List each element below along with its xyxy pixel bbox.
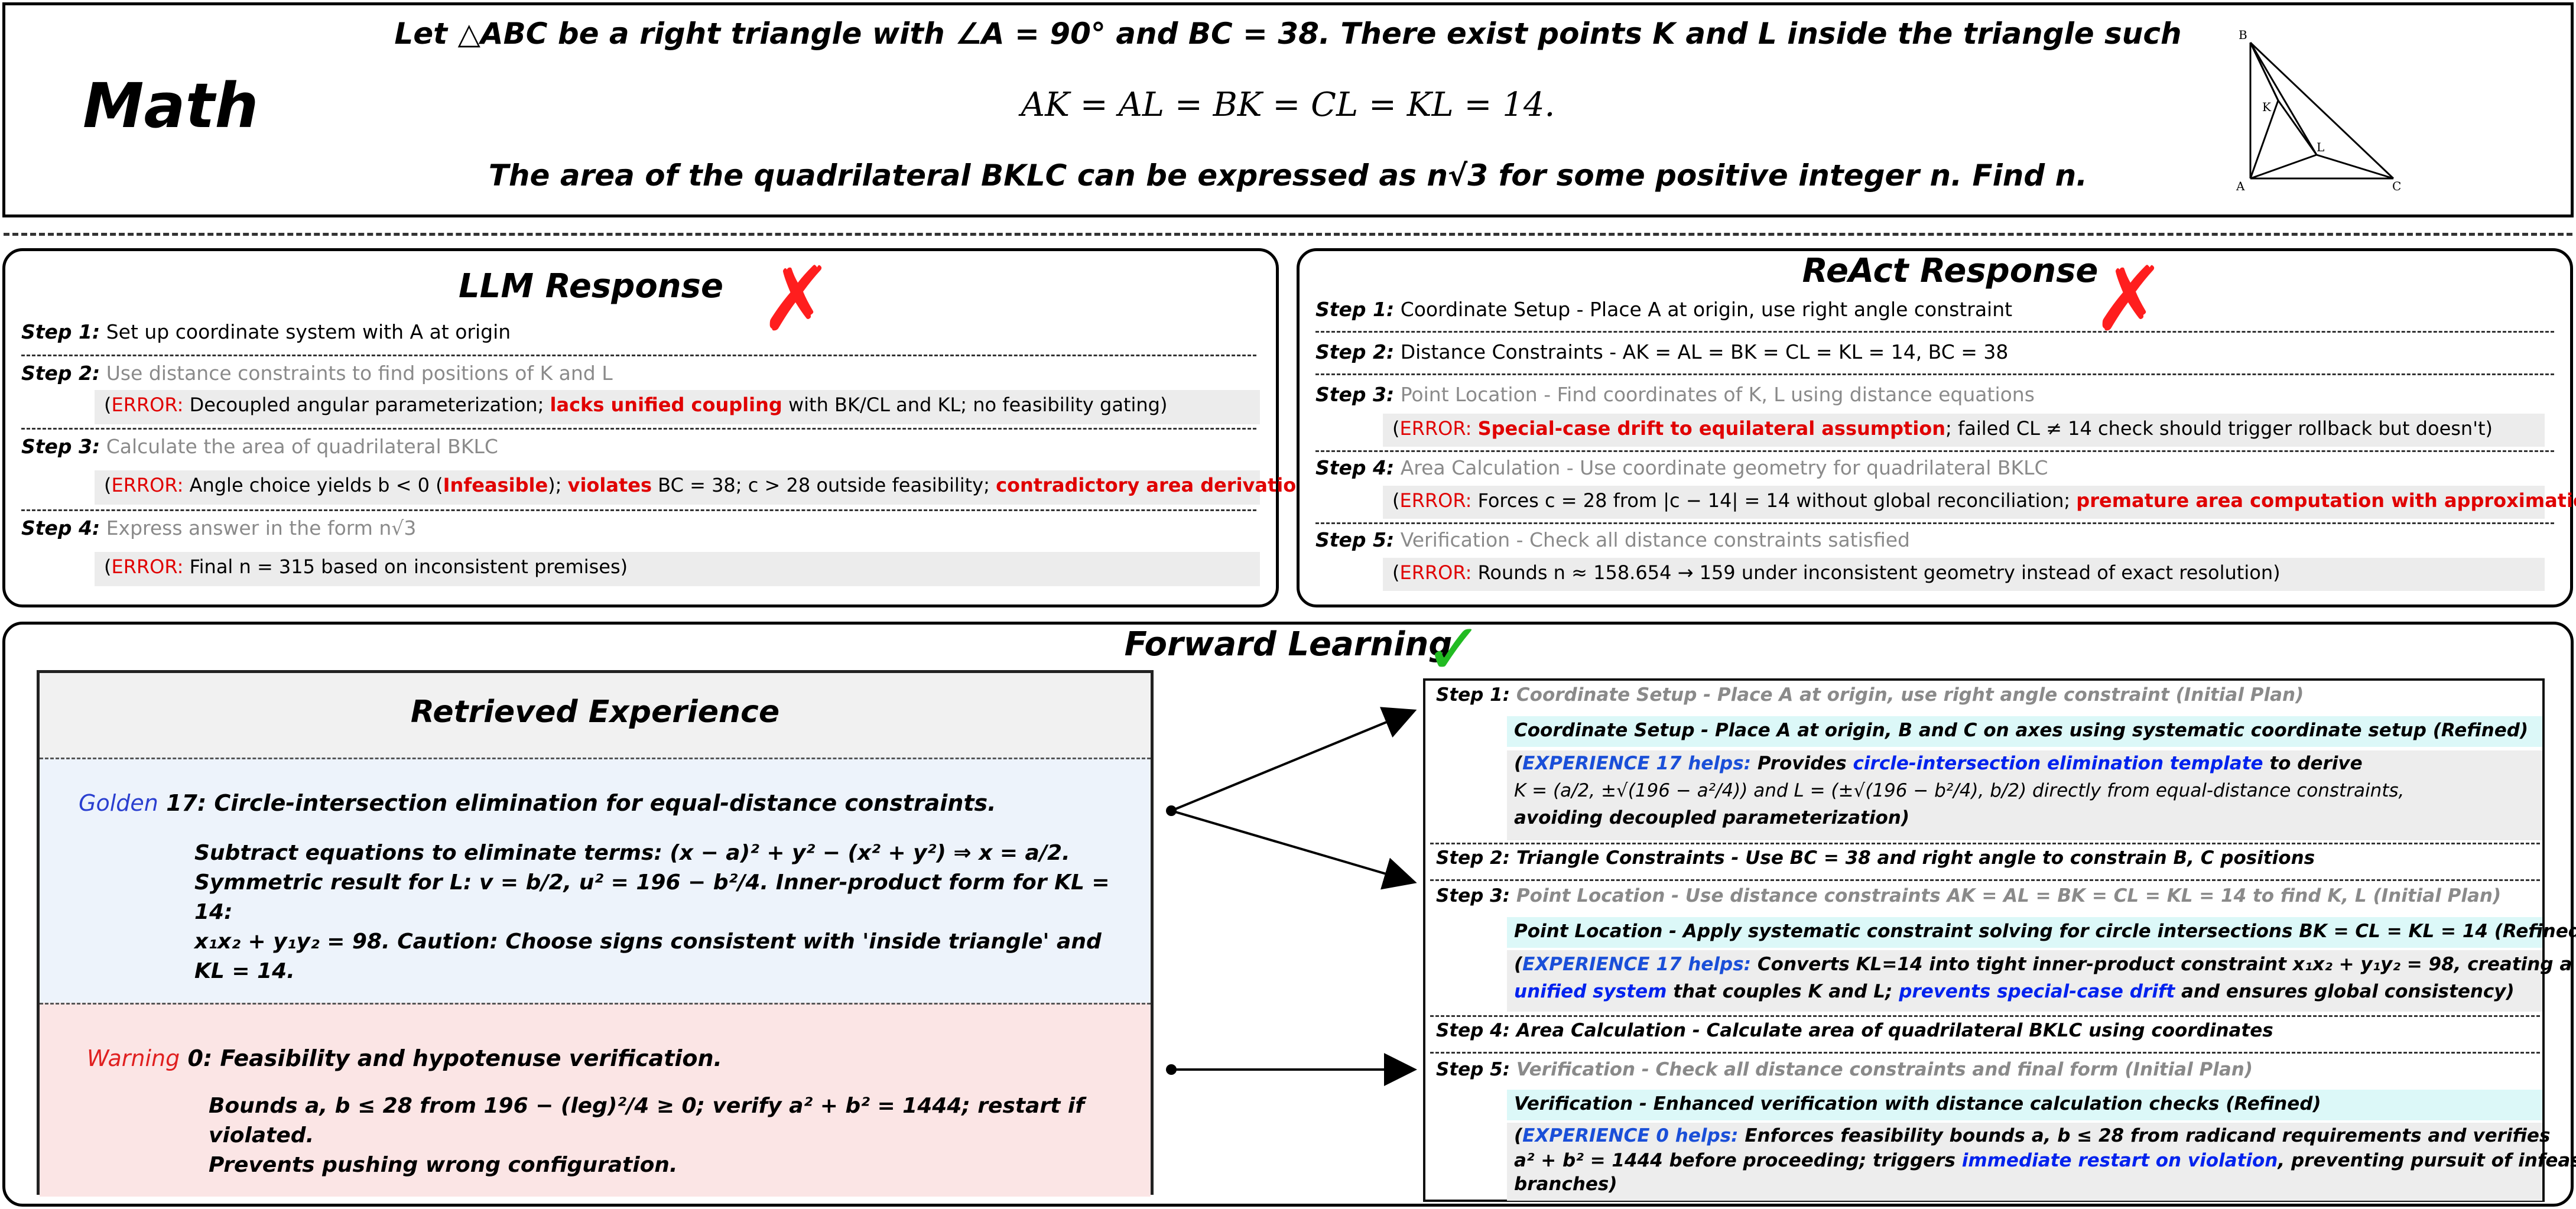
problem-panel [2,2,2574,217]
react-step-2: Step 2: Distance Constraints - AK = AL =… [1315,340,2009,363]
llm-title: LLM Response [459,267,723,306]
divider [1430,879,2540,881]
fl-step-1-exp-bg [1507,750,2542,840]
react-step-3: Step 3: Point Location - Find coordinate… [1315,383,2035,406]
label-K: K [2262,100,2272,114]
divider [21,428,1256,430]
fl-step-3-refined: Point Location - Apply systematic constr… [1514,921,2576,942]
label-L: L [2317,140,2324,154]
llm-step-3: Step 3: Calculate the area of quadrilate… [21,435,498,458]
experience-title: Retrieved Experience [410,694,780,730]
fl-step-3-exp-bg [1507,950,2542,1012]
fl-step-5-exp-line-2: a² + b² = 1444 before proceeding; trigge… [1514,1150,2576,1171]
refined-plan-box: Step 1: Coordinate Setup - Place A at or… [1423,678,2576,1202]
label-C: C [2392,179,2401,193]
golden-section [40,758,1151,1005]
fl-step-5-exp-line-1: (EXPERIENCE 0 helps: Enforces feasibilit… [1514,1125,2551,1146]
fl-step-1: Step 1: Coordinate Setup - Place A at or… [1436,684,2304,706]
problem-line-3: The area of the quadrilateral BKLC can b… [488,158,2088,193]
fl-step-5-refined-bg [1507,1090,2542,1120]
fl-step-1-refined: Coordinate Setup - Place A at origin, B … [1514,720,2529,741]
react-step-1: Step 1: Coordinate Setup - Place A at or… [1315,298,2013,321]
problem-line-1: Let △ABC be a right triangle with ∠A = 9… [394,17,2182,51]
divider [1315,450,2554,452]
fl-step-5-refined: Verification - Enhanced verification wit… [1514,1093,2321,1114]
divider [1315,331,2554,333]
llm-step-2: Step 2: Use distance constraints to find… [21,362,613,385]
warning-body: Bounds a, b ≤ 28 from 196 − (leg)²/4 ≥ 0… [209,1094,1084,1177]
exp-header [40,673,1151,758]
divider [1315,373,2554,375]
divider [1430,1052,2540,1054]
llm-step-1: Step 1: Set up coordinate system with A … [21,320,511,343]
problem-equation: AK = AL = BK = CL = KL = 14. [1021,86,1555,124]
retrieved-experience-box: Retrieved Experience Golden 17: Circle-i… [37,670,1154,1197]
llm-error-2: (ERROR: Angle choice yields b < 0 (Infea… [95,470,1317,505]
golden-heading: Golden 17: Circle-intersection eliminati… [79,790,996,816]
fl-step-5-exp-bg [1507,1123,2542,1201]
connector-arrows [1166,707,1417,1086]
fail-x-icon: ✗ [2092,248,2166,351]
fl-step-3: Step 3: Point Location - Use distance co… [1436,885,2502,906]
divider [21,355,1256,356]
divider [1315,522,2554,524]
llm-error-1: (ERROR: Decoupled angular parameterizati… [95,390,1260,424]
react-error-1: (ERROR: Special-case drift to equilatera… [1383,414,2545,447]
llm-error-3: (ERROR: Final n = 315 based on inconsist… [95,552,1260,586]
fl-step-1-exp-line-1: (EXPERIENCE 17 helps: Provides circle-in… [1514,753,2363,774]
fl-step-5-exp-line-3: branches) [1514,1174,1617,1195]
divider [1430,1015,2540,1017]
fl-step-1-exp-line-2: K = (a/2, ±√(196 − a²/4)) and L = (±√(19… [1514,780,2405,801]
react-error-3: (ERROR: Rounds n ≈ 158.654 → 159 under i… [1383,558,2545,591]
react-error-2: (ERROR: Forces c = 28 from |c − 14| = 14… [1383,486,2576,519]
forward-title: Forward Learning [1124,625,1453,664]
divider [21,509,1256,511]
math-label: Math [83,70,259,142]
react-step-5: Step 5: Verification - Check all distanc… [1315,528,1911,551]
label-A: A [2236,179,2245,193]
react-title: ReAct Response [1802,252,2099,290]
divider [1430,843,2540,844]
fl-step-1-refined-bg [1507,716,2542,747]
fl-step-2: Step 2: Triangle Constraints - Use BC = … [1436,847,2315,869]
success-check-icon: ✓ [1424,609,1484,691]
section-divider [4,233,2572,236]
fl-step-3-refined-bg [1507,917,2542,948]
warning-section [40,1003,1151,1197]
react-step-4: Step 4: Area Calculation - Use coordinat… [1315,456,2048,479]
fl-step-1-exp-line-3: avoiding decoupled parameterization) [1514,807,1910,828]
llm-step-4: Step 4: Express answer in the form n√3 [21,516,417,540]
fl-step-5: Step 5: Verification - Check all distanc… [1436,1059,2253,1080]
triangle-figure: B K L A C [2236,28,2401,193]
golden-body: Subtract equations to eliminate terms: (… [194,841,1110,983]
fl-step-4: Step 4: Area Calculation - Calculate are… [1436,1020,2273,1041]
fl-step-3-exp-line-2: unified system that couples K and L; pre… [1514,981,2515,1002]
warning-heading: Warning 0: Feasibility and hypotenuse ve… [87,1045,722,1071]
fail-x-icon: ✗ [759,248,834,351]
label-B: B [2239,28,2247,42]
fl-step-3-exp-line-1: (EXPERIENCE 17 helps: Converts KL=14 int… [1514,954,2572,975]
